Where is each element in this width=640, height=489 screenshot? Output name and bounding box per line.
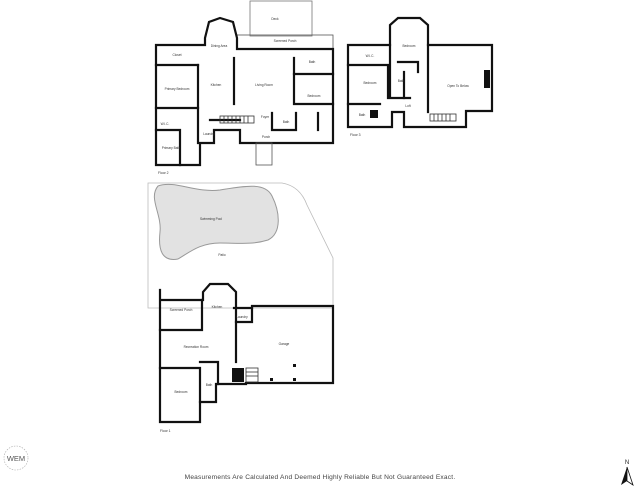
upper-interior-wall (396, 60, 420, 74)
room-label-bath: Bath (309, 60, 316, 64)
logo-text: WEM (7, 454, 25, 463)
room-label-kitchen: Kitchen (212, 305, 223, 309)
patio-outline (147, 182, 334, 309)
room-label-primary-bedroom: Primary Bedroom (165, 87, 190, 91)
deck-outline (249, 0, 313, 37)
room-label-garage: Garage (279, 342, 290, 346)
room-label-closet: Closet (172, 53, 181, 57)
lower-interior-wall (158, 366, 202, 404)
upper-interior-wall (346, 63, 390, 100)
room-label-bath: Bath (398, 79, 405, 83)
room-label-bath-2: Bath (359, 113, 366, 117)
lower-interior-wall (198, 360, 220, 386)
upper-stairs (429, 113, 457, 122)
floor-label-main: Floor 2 (158, 171, 169, 175)
garage-post (293, 364, 296, 367)
room-label-bath-2: Bath (283, 120, 290, 124)
wem-logo: WEM (3, 445, 29, 471)
room-label-primary-bath: Primary Bath (162, 146, 181, 150)
lower-floor-exterior-wall (158, 282, 335, 424)
room-label-bedroom: Bedroom (308, 94, 321, 98)
main-floor-plan: Deck Screened Porch Dining Area Closet P… (154, 0, 335, 175)
room-label-screened-porch: Screened Porch (274, 39, 297, 43)
upper-floor-exterior-wall (346, 16, 494, 129)
upper-fireplace (484, 70, 490, 88)
upper-interior-wall (388, 43, 412, 100)
upper-floor-plan: W.I.C. Bedroom Bedroom Bath Bath Open To… (346, 16, 494, 137)
patio-label: Patio (218, 253, 225, 257)
swimming-pool (153, 183, 279, 260)
garage-post (270, 378, 273, 381)
floor-label-upper: Floor 3 (350, 133, 361, 137)
pool-label: Swimming Pool (200, 217, 222, 221)
lower-interior-wall (158, 298, 204, 332)
room-label-wic: W.I.C. (366, 54, 375, 58)
main-floor-exterior-wall (154, 16, 335, 167)
room-label-screened-porch: Screened Porch (170, 308, 193, 312)
room-label-dining-area: Dining Area (211, 44, 228, 48)
lower-floor-plan: Screened Porch Kitchen Laundry Garage Re… (158, 282, 335, 433)
front-porch-outline (255, 142, 273, 166)
room-label-loft: Loft (405, 104, 410, 108)
room-label-porch: Porch (262, 135, 271, 139)
room-label-foyer: Foyer (261, 115, 270, 119)
room-label-open-to-below: Open To Below (447, 84, 469, 88)
room-label-deck: Deck (271, 17, 279, 21)
room-label-bedroom: Bedroom (175, 390, 188, 394)
room-label-living-room: Living Room (255, 83, 273, 87)
room-label-bedroom: Bedroom (403, 44, 416, 48)
room-label-laundry: Laundry (203, 132, 215, 136)
main-interior-wall (154, 128, 182, 167)
room-label-bath: Bath (206, 383, 213, 387)
upper-chimney (370, 110, 378, 118)
floor-label-lower: Floor 1 (160, 429, 171, 433)
disclaimer-text: Measurements Are Calculated And Deemed H… (184, 474, 456, 481)
room-label-laundry: Laundry (236, 315, 248, 319)
room-label-wic: W.I.C. (161, 122, 170, 126)
garage-post (293, 378, 296, 381)
north-arrow-icon: N (621, 460, 634, 486)
lower-stairs (245, 367, 259, 383)
main-stairs (219, 115, 255, 124)
north-label: N (625, 460, 629, 466)
main-interior-wall (270, 111, 298, 132)
room-label-recreation-room: Recreation Room (184, 345, 209, 349)
exterior-area: Swimming Pool Patio (147, 182, 334, 309)
room-label-kitchen: Kitchen (211, 83, 222, 87)
lower-stairs-block (232, 368, 244, 382)
room-label-bedroom-2: Bedroom (364, 81, 377, 85)
